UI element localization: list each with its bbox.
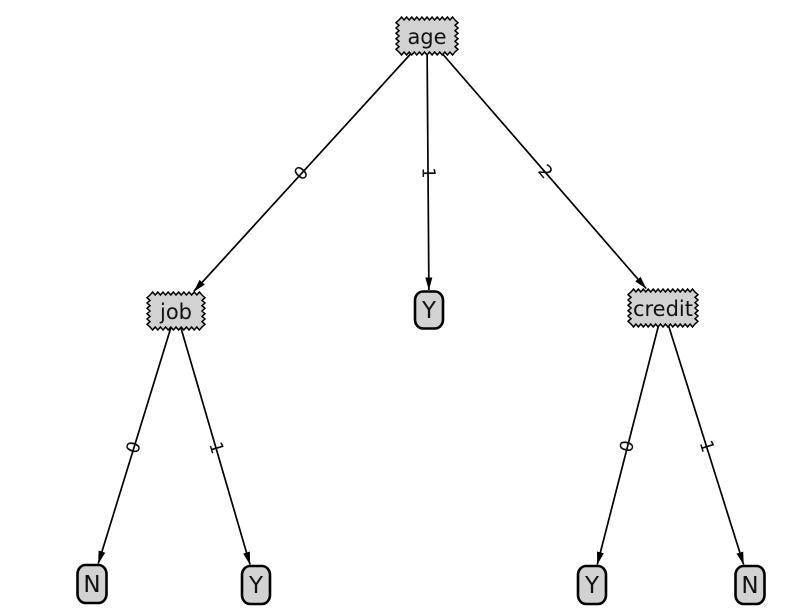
node-label: credit — [633, 297, 693, 321]
edge-label: 1 — [417, 167, 438, 179]
tree-node-n-right: N — [734, 564, 766, 606]
node-label: Y — [248, 573, 264, 599]
node-label: N — [741, 573, 758, 599]
tree-edge-line — [662, 307, 745, 565]
tree-node-y-right: Y — [576, 564, 608, 606]
leaf-node-shape — [413, 290, 445, 330]
edge-label: 0 — [122, 439, 145, 456]
node-label: Y — [584, 573, 600, 599]
node-label: age — [407, 25, 446, 49]
tree-edge-line — [425, 35, 433, 291]
decision-node-shape — [626, 287, 700, 329]
tree-edge-line — [193, 35, 428, 293]
tree-node-n-left: N — [76, 563, 108, 605]
tree-node-job: job — [145, 290, 207, 332]
tree-edge-line — [97, 310, 177, 564]
decision-node-shape — [145, 290, 207, 332]
edge-label: 2 — [533, 161, 556, 183]
edge-label: 1 — [204, 440, 227, 457]
decision-node-shape — [394, 15, 460, 57]
node-label: N — [83, 572, 100, 598]
tree-edge-line — [426, 35, 647, 290]
leaf-node-shape — [576, 564, 608, 606]
node-label: job — [159, 300, 192, 324]
leaf-node-shape — [240, 564, 272, 606]
tree-node-y-left: Y — [240, 564, 272, 606]
tree-edge-line — [175, 310, 251, 565]
leaf-node-shape — [734, 564, 766, 606]
tree-node-age: age — [394, 15, 460, 57]
edge-label: 0 — [616, 438, 639, 454]
leaf-node-shape — [76, 563, 108, 605]
tree-node-credit: credit — [626, 287, 700, 329]
tree-node-y-mid: Y — [413, 290, 445, 330]
tree-edge-line — [596, 307, 664, 565]
node-label: Y — [421, 298, 437, 324]
edge-label: 1 — [695, 438, 718, 455]
